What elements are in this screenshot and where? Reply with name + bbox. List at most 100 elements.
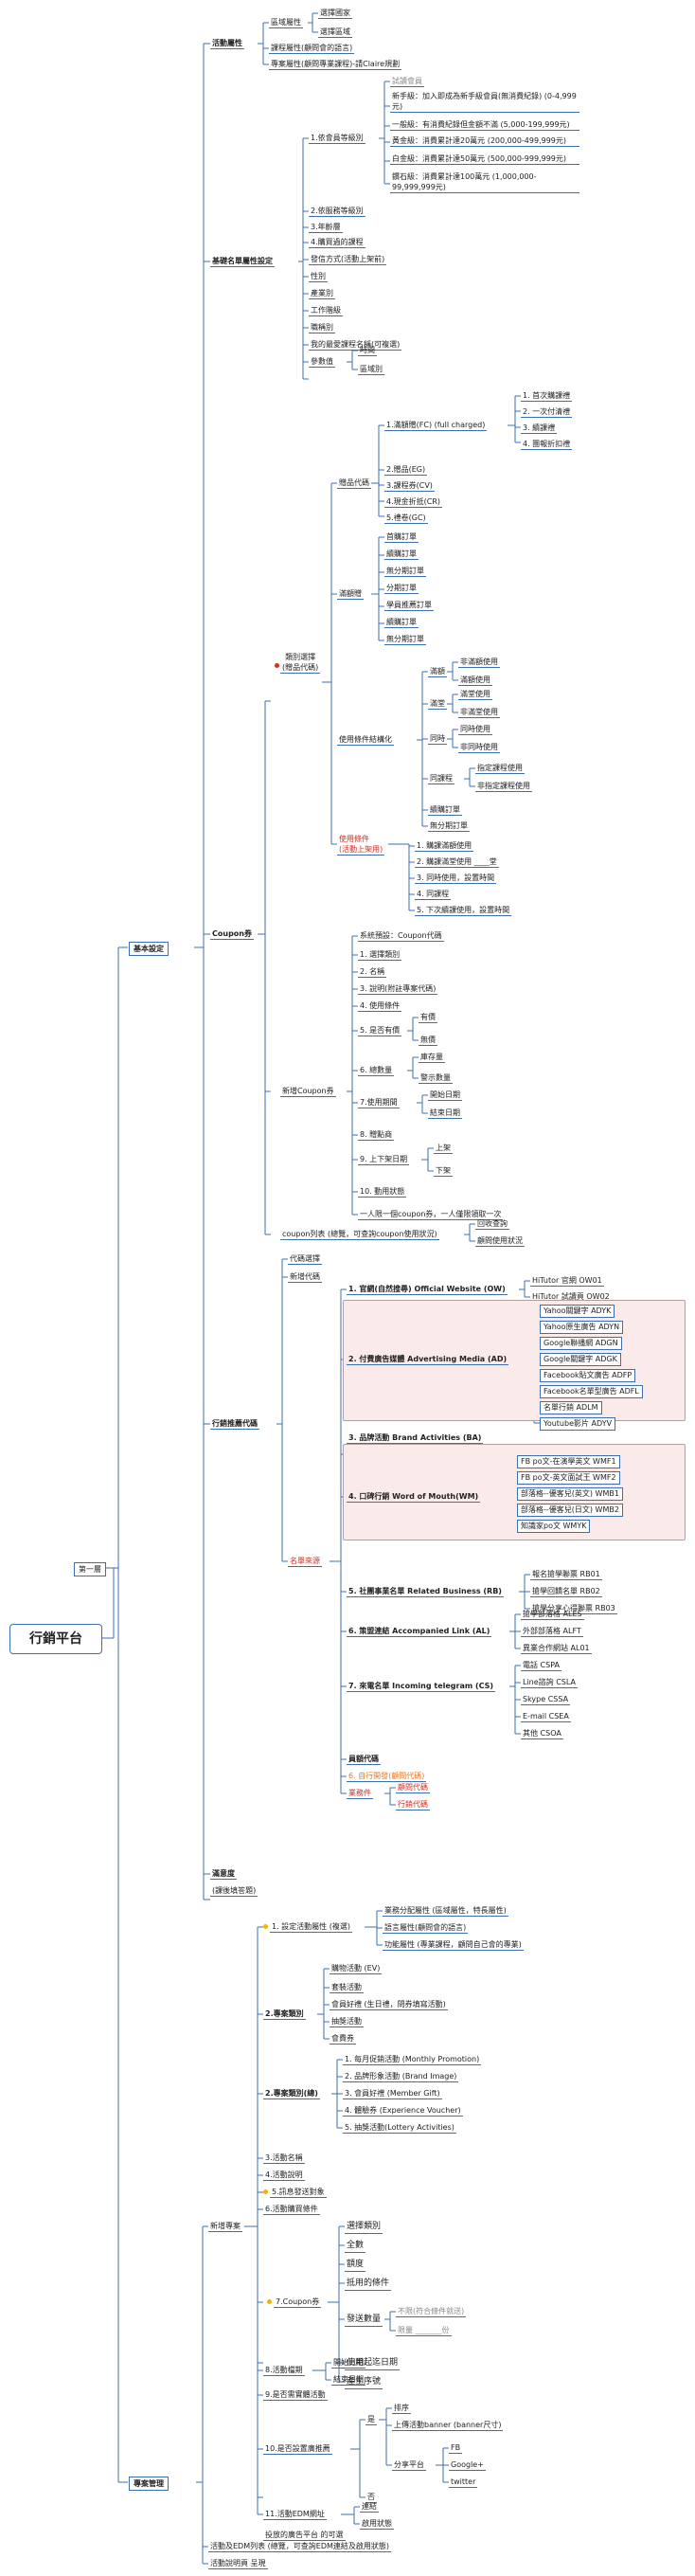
- inventory-item-node[interactable]: 庫存量: [419, 1053, 445, 1063]
- coupon-list-item-node[interactable]: 回收查詢: [475, 1219, 509, 1230]
- wm-item-node[interactable]: 部落格--優客兒(英文) WMB1: [517, 1487, 623, 1501]
- ow-node[interactable]: 1. 官網(自然搜尋) Official Website (OW): [347, 1285, 508, 1295]
- industry-node[interactable]: 產業別: [309, 289, 335, 299]
- project-type2-item-node[interactable]: 1. 每月促銷活動 (Monthly Promotion): [343, 2055, 482, 2065]
- root-node[interactable]: 行銷平台: [9, 1624, 102, 1654]
- fb-push-node[interactable]: 10.是否設置廣推薦: [263, 2444, 332, 2455]
- full-amount-item-node[interactable]: 續購訂單: [384, 618, 419, 628]
- gift-code-node[interactable]: 贈品代碼: [337, 478, 371, 489]
- edm-node[interactable]: 11.活動EDM網址: [263, 2510, 327, 2520]
- rb-item-node[interactable]: 搶學分享心得聯票 RB03: [530, 1604, 617, 1614]
- project-attr-node[interactable]: 專案屬性(顧問專業課程)-請Claire規劃: [269, 60, 402, 70]
- need-reg-node[interactable]: 9.是否需實體活動: [263, 2390, 328, 2401]
- member-level-item[interactable]: 一般級：有消費紀錄但金額不滿 (5,000-199,999元): [390, 119, 579, 131]
- cs-item-node[interactable]: E-mail CSEA: [521, 1712, 571, 1722]
- new-code-node[interactable]: 新增代碼: [288, 1272, 322, 1283]
- full-amount-item-node[interactable]: 無分期訂單: [384, 567, 426, 577]
- rb-node[interactable]: 5. 社團事業名單 Related Business (RB): [347, 1587, 504, 1597]
- has-price-node[interactable]: 5. 是否有價: [358, 1026, 402, 1036]
- project-type2-item-node[interactable]: 4. 體驗券 (Experience Voucher): [343, 2106, 463, 2117]
- adv-platform-node[interactable]: 投放的廣告平台 的可選: [263, 2531, 346, 2541]
- ad-node[interactable]: 2. 付費廣告媒體 Advertising Media (AD): [347, 1355, 509, 1365]
- full-amount-node[interactable]: 滿額贈: [337, 589, 364, 600]
- coupon-period-item-node[interactable]: 結束日期: [428, 1108, 462, 1119]
- use-condition-item-node[interactable]: 3. 同時使用，設置時間: [415, 874, 497, 884]
- gift-type-node[interactable]: 5.禮卷(GC): [384, 513, 428, 524]
- project-type2-item-node[interactable]: 5. 抽獎活動(Lottery Activities): [343, 2123, 456, 2134]
- fc-item-node[interactable]: 3. 續課禮: [521, 423, 558, 434]
- gift-type-node[interactable]: 4.現金折抵(CR): [384, 497, 443, 508]
- project-target-node[interactable]: 5.訊息發送對象: [270, 2188, 327, 2198]
- coupon-list-item-node[interactable]: 顧問使用狀況: [475, 1236, 525, 1247]
- member-level-node[interactable]: 1.依會員等級別: [309, 134, 365, 144]
- full-gift-item-node[interactable]: 非滿額使用: [458, 658, 500, 668]
- member-level-item[interactable]: 白金級：消費累計達50萬元 (500,000-999,999元): [390, 153, 579, 165]
- fc-item-node[interactable]: 2. 一次付清禮: [521, 407, 573, 418]
- fc-item-node[interactable]: 4. 團報折扣禮: [521, 440, 573, 450]
- has-price-item-node[interactable]: 有價: [419, 1013, 437, 1023]
- project-attr-node[interactable]: 1. 設定活動屬性 (複選): [270, 1922, 352, 1933]
- project-coupon-node[interactable]: 7.Coupon券: [274, 2297, 322, 2308]
- region-node[interactable]: 區域別: [358, 365, 384, 375]
- gen-sn-node[interactable]: 產生序號: [345, 2376, 383, 2389]
- member-level-item[interactable]: 鑽石級：消費累計達100萬元 (1,000,000-99,999,999元): [390, 171, 579, 193]
- self-dev-node[interactable]: 6. 自行開發(顧問代碼): [347, 1772, 427, 1782]
- limited-node[interactable]: 限量 _______份: [396, 2326, 452, 2336]
- share-item-node[interactable]: twitter: [449, 2477, 478, 2488]
- member-level-item[interactable]: 黃金級：消費累計達20萬元 (200,000-499,999元): [390, 135, 579, 147]
- share-item-node[interactable]: Google+: [449, 2460, 486, 2471]
- wm-node[interactable]: 4. 口碑行銷 Word of Mouth(WM): [347, 1492, 481, 1503]
- project-attr-item-node[interactable]: 語言屬性(顧問會的語言): [383, 1923, 469, 1934]
- rb-item-node[interactable]: 報名搶學聯票 RB01: [530, 1570, 602, 1580]
- one-user-node[interactable]: 一人限一個coupon券，一人僅限領取一次: [358, 1210, 504, 1220]
- has-price-item-node[interactable]: 無價: [419, 1036, 437, 1046]
- full-point-item-node[interactable]: 非滿堂使用: [458, 708, 500, 718]
- marketing-attrs-node[interactable]: 活動屬性: [210, 39, 244, 49]
- code-choice-node[interactable]: 代碼選擇: [288, 1254, 322, 1265]
- on-shelf-item-node[interactable]: 下架: [434, 1166, 453, 1177]
- project-period-item-node[interactable]: 開始日期: [331, 2358, 365, 2369]
- position-node[interactable]: 職稱別: [309, 323, 335, 333]
- fc-item-node[interactable]: 1. 首次購課禮: [521, 391, 573, 402]
- cs-item-node[interactable]: Skype CSSA: [521, 1695, 571, 1705]
- share-item-node[interactable]: FB: [449, 2443, 463, 2454]
- project-period-item-node[interactable]: 結束日期: [331, 2375, 365, 2386]
- wm-item-node[interactable]: FB po文-在演學英文 WMF1: [517, 1455, 620, 1468]
- project-type2-node[interactable]: 2.專案類別(總): [263, 2089, 320, 2099]
- project-category-item-node[interactable]: 購物活動 (EV): [330, 1964, 383, 1974]
- project-category-item-node[interactable]: 會費券: [330, 2034, 356, 2045]
- promo-code-node[interactable]: 行銷推薦代碼: [210, 1419, 259, 1430]
- business-item-node[interactable]: 顧問代碼: [396, 1783, 430, 1793]
- full-amount-item-node[interactable]: 續購訂單: [384, 549, 419, 560]
- level1-node[interactable]: 第一層: [74, 1562, 106, 1576]
- new-coupon-item-node[interactable]: 4. 使用條件: [358, 1001, 402, 1012]
- project-type2-item-node[interactable]: 3. 會員好禮 (Member Gift): [343, 2089, 442, 2099]
- use-condition-item-node[interactable]: 1. 購課滿額使用: [415, 841, 474, 852]
- use-condition-item-node[interactable]: 2. 購課滿堂使用 ____堂: [415, 857, 499, 868]
- business-node[interactable]: 業務件: [347, 1789, 373, 1799]
- yes-node[interactable]: 是: [365, 2415, 377, 2425]
- full-amount-item-node[interactable]: 學員推薦訂單: [384, 601, 434, 611]
- on-shelf-node[interactable]: 9. 上下架日期: [358, 1155, 410, 1165]
- project-type2-item-node[interactable]: 2. 品牌形象活動 (Brand Image): [343, 2072, 459, 2082]
- type-select-node[interactable]: 類別選擇 (贈品代碼): [280, 653, 321, 674]
- new-coupon-item-node[interactable]: 1. 選擇類別: [358, 950, 402, 961]
- params-node[interactable]: 參數值: [309, 357, 335, 368]
- cs-item-node[interactable]: Line諮詢 CSLA: [521, 1678, 578, 1688]
- gift-type-node[interactable]: 3.課程券(CV): [384, 481, 435, 492]
- project-purchase-node[interactable]: 6.活動購買條件: [263, 2205, 320, 2215]
- job-level-node[interactable]: 工作階級: [309, 306, 343, 316]
- full-amount-item-node[interactable]: 分期訂單: [384, 584, 419, 594]
- share-node[interactable]: 分享平台: [392, 2460, 426, 2471]
- full-amount-item-node[interactable]: 首購訂單: [384, 532, 419, 543]
- business-item-node[interactable]: 行銷代碼: [396, 1800, 430, 1810]
- basic-settings-node[interactable]: 基本設定: [129, 942, 169, 956]
- ad-item-node[interactable]: Google關鍵字 ADGK: [540, 1353, 621, 1366]
- choose-region-node[interactable]: 選擇區域: [318, 27, 352, 38]
- project-attr-item-node[interactable]: 業務分配屬性 (區域屬性，特長屬性): [383, 1906, 508, 1917]
- ad-item-node[interactable]: Facebook貼文廣告 ADFP: [540, 1369, 636, 1382]
- al-item-node[interactable]: 外部部落格 ALFT: [521, 1627, 583, 1637]
- ad-item-node[interactable]: Facebook名單型廣告 ADFL: [540, 1385, 643, 1398]
- member-settings-node[interactable]: 基礎名單屬性設定: [210, 257, 275, 267]
- project-category-item-node[interactable]: 會員好禮 (生日禮，問券填寫活動): [330, 2000, 448, 2010]
